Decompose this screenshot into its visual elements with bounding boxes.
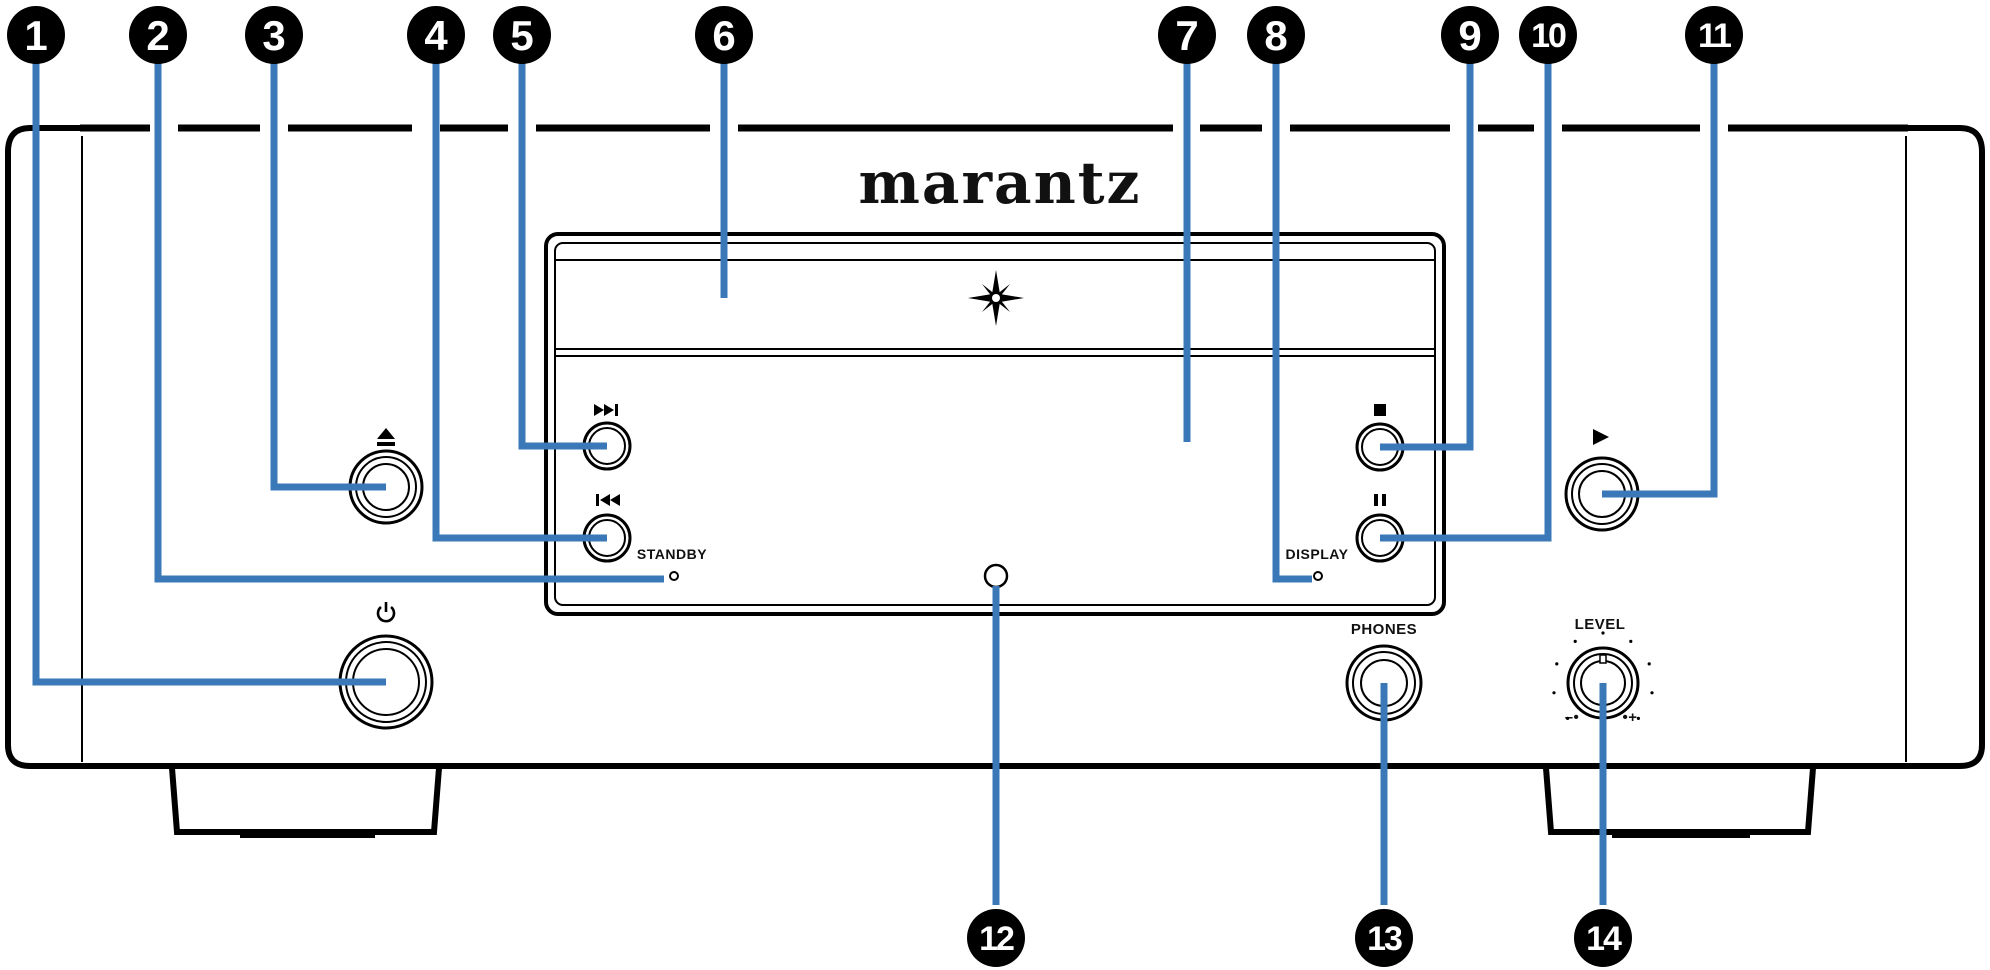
callout-4: 4 (407, 6, 465, 64)
callout-7: 7 (1158, 6, 1216, 64)
pause-icon (1374, 494, 1386, 506)
brand-logo: marantz (859, 149, 1142, 217)
left-foot (169, 767, 442, 835)
callout-5: 5 (493, 6, 551, 64)
skip-next-icon (594, 404, 618, 416)
feet (169, 767, 1816, 838)
callout-1: 1 (7, 6, 65, 64)
leader-9 (1380, 62, 1474, 451)
callout-number: 9 (1458, 12, 1481, 59)
right-side-panel (1908, 125, 1985, 769)
callout-14: 14 (1574, 909, 1632, 967)
callout-10: 10 (1519, 6, 1577, 64)
power-icon (376, 602, 396, 623)
level-label: LEVEL (1575, 616, 1626, 633)
callout-number: 4 (424, 12, 448, 59)
leader-10 (1380, 62, 1552, 542)
leader-8 (1272, 62, 1312, 583)
display-label: DISPLAY (1286, 546, 1349, 562)
callout-number: 1 (24, 12, 47, 59)
level-scale-dot (1552, 691, 1556, 695)
left-side-panel (5, 125, 80, 769)
level-scale-dot (1566, 716, 1570, 721)
face-plate (81, 136, 1907, 762)
callout-number: 3 (262, 12, 285, 59)
skip-previous-icon (596, 494, 620, 506)
level-scale-dot (1636, 716, 1640, 721)
callout-number: 2 (146, 12, 169, 59)
callout-number: 12 (979, 920, 1014, 958)
stop-icon (1374, 404, 1386, 416)
callout-11: 11 (1685, 6, 1743, 64)
leader-11 (1602, 62, 1718, 498)
level-scale-dot (1650, 691, 1654, 695)
callout-13: 13 (1355, 909, 1413, 967)
level-scale-dot (1573, 639, 1577, 644)
buttons (338, 421, 1640, 730)
callout-number: 7 (1175, 12, 1198, 59)
leader-4 (432, 62, 607, 542)
standby-indicator (669, 571, 679, 581)
callout-number: 13 (1367, 920, 1402, 958)
level-min-label: –• (1565, 709, 1580, 726)
standby-label: STANDBY (637, 546, 707, 562)
level-scale-dot (1647, 662, 1651, 666)
callout-6: 6 (695, 6, 753, 64)
callout-number: 8 (1264, 12, 1287, 59)
callout-number: 11 (1698, 17, 1731, 55)
level-knob-marker (1599, 654, 1607, 664)
callout-2: 2 (129, 6, 187, 64)
right-foot (1543, 767, 1816, 835)
callout-number: 10 (1531, 17, 1566, 55)
play-icon (1593, 429, 1609, 445)
level-scale-dots (1552, 631, 1654, 721)
level-max-label: •+ (1622, 709, 1637, 726)
leader-lines (32, 62, 1718, 905)
display-indicator (1313, 571, 1323, 581)
eject-icon (377, 428, 395, 446)
callout-number: 5 (510, 12, 533, 59)
level-scale-dot (1555, 662, 1559, 666)
leader-5 (518, 62, 607, 450)
callout-number: 6 (712, 12, 735, 59)
leader-3 (270, 62, 386, 491)
callout-3: 3 (245, 6, 303, 64)
remote-sensor (983, 563, 1009, 589)
leader-1 (32, 62, 386, 686)
callout-9: 9 (1441, 6, 1499, 64)
leader-2 (154, 62, 664, 583)
level-scale-dot (1629, 639, 1633, 644)
level-scale-dot (1601, 631, 1605, 635)
phones-label: PHONES (1351, 621, 1417, 638)
callout-number: 14 (1586, 920, 1622, 958)
star-logo-icon (968, 270, 1024, 326)
callout-8: 8 (1247, 6, 1305, 64)
callout-12: 12 (967, 909, 1025, 967)
